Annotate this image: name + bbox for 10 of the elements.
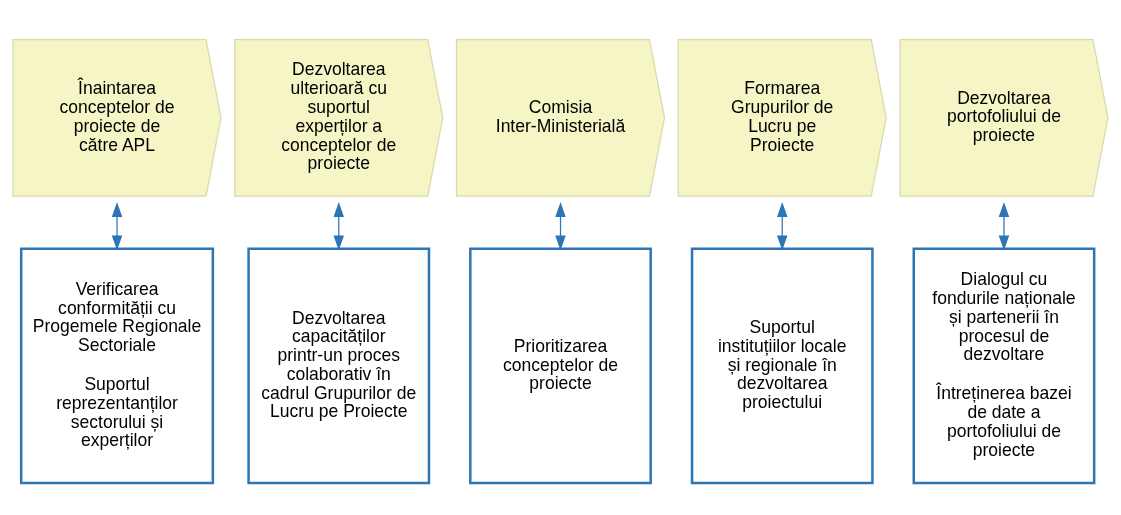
node-box: Dezvoltarea capacităților printr-un proces colaborativ în cadrul Grupurilor de Lucru pe Proiecte xyxy=(247,247,431,485)
node-box: Verificarea conformității cu Progemele Regionale Sectoriale Suportul reprezentanților sectorului și experților xyxy=(19,247,215,485)
node-box: Suportul instituțiilor locale și regionale în dezvoltarea proiectului xyxy=(690,247,874,485)
arrow xyxy=(333,202,345,251)
node-box: Dialogul cu fondurile naționale și partenerii în procesul de dezvoltare Întreținerea bazei de date a portofoliului de proiecte xyxy=(912,247,1096,485)
arrow xyxy=(111,202,123,251)
arrow xyxy=(776,202,788,251)
arrow xyxy=(555,202,566,251)
node-box: Prioritizarea conceptelor de proiecte xyxy=(469,247,652,485)
arrow xyxy=(998,202,1010,251)
